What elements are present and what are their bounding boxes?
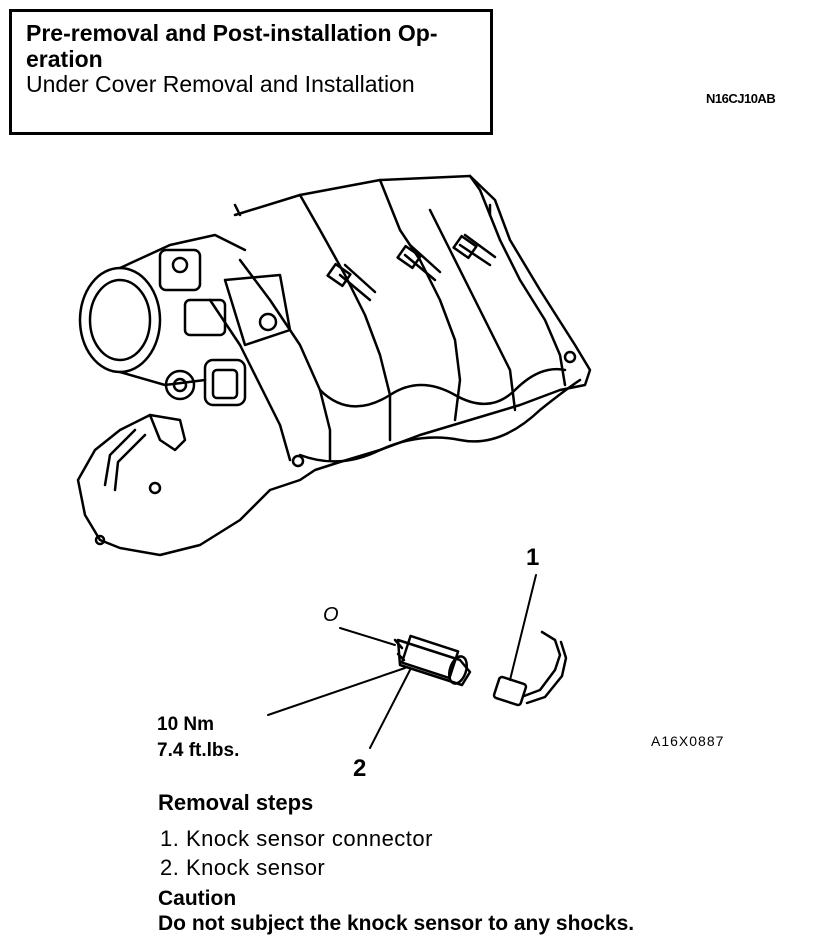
header-title-line-2: eration [26,46,103,72]
torque-nm-label: 10 Nm [157,714,215,735]
caution-title: Caution [158,887,237,910]
header-box: Pre-removal and Post-installation Op- er… [9,9,493,135]
knock-sensor-drawing [393,634,472,687]
torque-ftlbs-label: 7.4 ft.lbs. [157,740,240,761]
removal-step-2: 2. Knock sensor [160,855,326,880]
caution-text: Do not subject the knock sensor to any s… [158,912,635,935]
throttle-body-drawing [78,203,492,492]
figure-code: A16X0887 [651,733,725,749]
reference-code: N16CJ10AB [706,91,776,106]
callout-2-label: 2 [353,755,367,782]
leader-lines [267,574,537,749]
callout-o-label: O [323,604,339,626]
intake-manifold-drawing [76,174,592,557]
header-title-line-1: Pre-removal and Post-installation Op- [26,20,438,46]
knock-sensor-connector-drawing [492,630,568,707]
header-subtitle: Under Cover Removal and Installation [26,71,415,97]
callout-1-label: 1 [526,544,540,571]
removal-step-1: 1. Knock sensor connector [160,826,433,851]
injector-ports-drawing [326,233,497,302]
removal-steps-title: Removal steps [158,790,314,815]
